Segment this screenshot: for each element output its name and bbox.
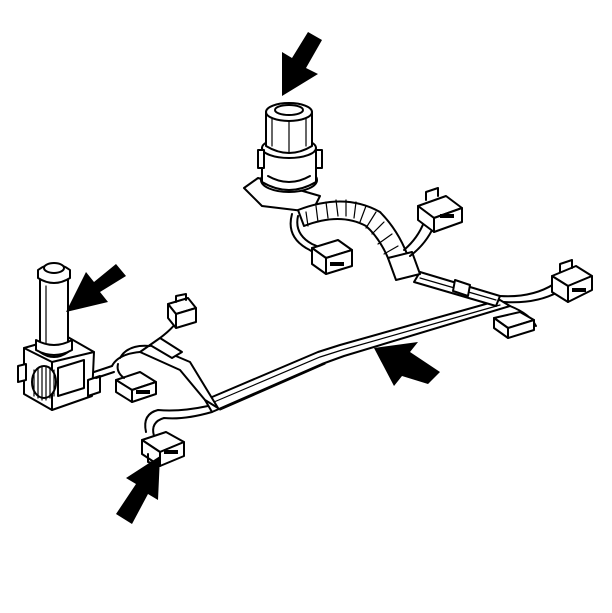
corrugated-conduit — [297, 199, 421, 281]
arrow-round-connector — [282, 32, 322, 96]
solenoid-assembly — [17, 262, 115, 411]
upper-left-connector — [159, 293, 197, 339]
arrow-harness-trunk — [374, 342, 440, 386]
center-pigtail-connector — [289, 213, 353, 275]
arrow-solenoid — [66, 264, 126, 312]
top-right-connector — [403, 187, 463, 257]
pigtail-connector — [141, 405, 213, 467]
left-center-connector — [111, 344, 157, 403]
main-harness-trunk — [139, 271, 511, 413]
right-small-connector — [493, 305, 537, 339]
far-right-connector — [499, 259, 593, 304]
round-connector — [243, 102, 323, 213]
arrow-pigtail-connector — [116, 456, 160, 524]
